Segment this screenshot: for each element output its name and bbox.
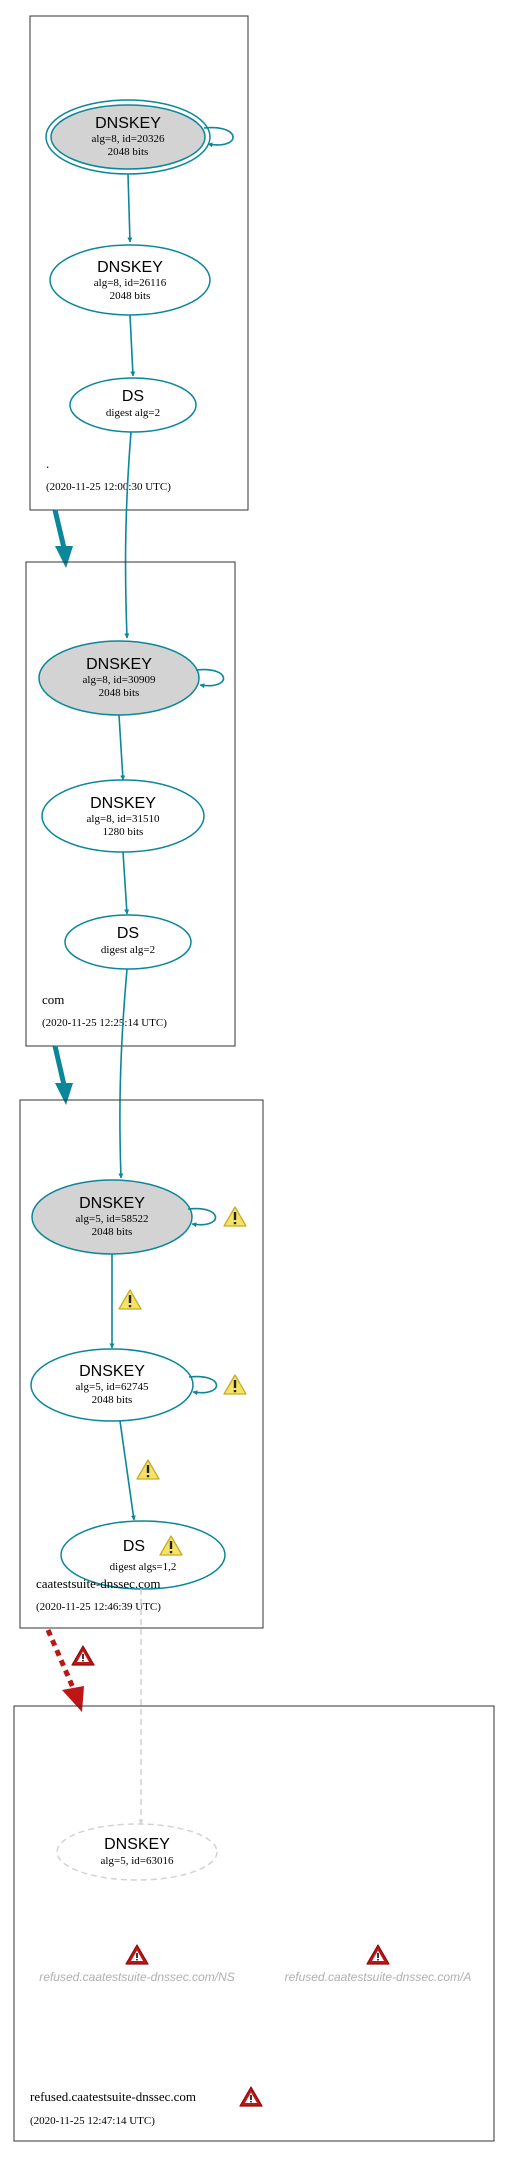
com-ds-to-caatestsuite-ksk-edge <box>118 968 128 1179</box>
root-ds-to-com-ksk-edge <box>124 431 132 639</box>
caatestsuite-zsk-self-sign-edge <box>188 1375 218 1396</box>
com-to-caatestsuite-delegation-edge <box>52 1045 67 1086</box>
zone-caatestsuite-timestamp: (2020-11-25 12:46:39 UTC) <box>36 1601 161 1613</box>
root-zsk-title: DNSKEY <box>97 259 163 276</box>
com-zsk-to-ds-edge <box>122 851 130 915</box>
caatestsuite-ds-title: DS <box>123 1538 145 1555</box>
caatestsuite-ksk-size: 2048 bits <box>92 1226 133 1238</box>
root-zsk-info: alg=8, id=26116 <box>94 277 167 289</box>
caatestsuite-ds-node[interactable]: DS digest algs=1,2 <box>60 1520 226 1590</box>
caatestsuite-ksk-node[interactable]: DNSKEY alg=5, id=58522 2048 bits <box>31 1179 193 1255</box>
zone-refused-error-icon[interactable] <box>239 2086 263 2107</box>
com-zsk-title: DNSKEY <box>90 795 156 812</box>
caatestsuite-zsk-node[interactable]: DNSKEY alg=5, id=62745 2048 bits <box>30 1348 194 1422</box>
zone-caatestsuite-label: caatestsuite-dnssec.com <box>36 1576 161 1591</box>
zone-root-timestamp: (2020-11-25 12:00:30 UTC) <box>46 481 171 493</box>
zone-refused: DNSKEY alg=5, id=63016 refused.caatestsu… <box>13 1705 495 2142</box>
refused-ns-error-label: refused.caatestsuite-dnssec.com/NS <box>39 1970 234 1984</box>
caatestsuite-zsk-info: alg=5, id=62745 <box>76 1381 149 1393</box>
com-ksk-info: alg=8, id=30909 <box>83 674 156 686</box>
com-ds-node[interactable]: DS digest alg=2 <box>64 914 192 970</box>
root-to-com-delegation-arrow <box>55 546 73 568</box>
caatestsuite-ksk-self-sign-edge <box>187 1207 217 1228</box>
caatestsuite-to-refused-delegation-error-icon[interactable] <box>71 1645 95 1666</box>
refused-a-error-node[interactable]: refused.caatestsuite-dnssec.com/A <box>285 1944 472 1984</box>
zone-refused-label: refused.caatestsuite-dnssec.com <box>30 2089 196 2104</box>
com-zsk-node[interactable]: DNSKEY alg=8, id=31510 1280 bits <box>41 779 205 853</box>
root-ksk-title: DNSKEY <box>95 115 161 132</box>
caatestsuite-ksk-zsk-edge-warning-icon[interactable] <box>118 1289 142 1310</box>
zone-root-box <box>29 15 249 511</box>
com-to-caatestsuite-delegation-arrow <box>55 1083 73 1105</box>
zone-com-timestamp: (2020-11-25 12:25:14 UTC) <box>42 1017 167 1029</box>
zone-refused-timestamp: (2020-11-25 12:47:14 UTC) <box>30 2115 155 2127</box>
zone-com-label: com <box>42 992 64 1007</box>
zone-com: DNSKEY alg=8, id=30909 2048 bits DNSKEY … <box>25 561 236 1047</box>
refused-ns-error-node[interactable]: refused.caatestsuite-dnssec.com/NS <box>39 1944 235 1984</box>
zone-refused-box <box>13 1705 495 2142</box>
com-zsk-info: alg=8, id=31510 <box>87 813 160 825</box>
caatestsuite-ds-info: digest algs=1,2 <box>110 1561 177 1573</box>
root-ksk-size: 2048 bits <box>108 146 149 158</box>
refused-dnskey-title: DNSKEY <box>104 1836 170 1853</box>
zone-root-label: . <box>46 456 49 471</box>
com-ksk-node[interactable]: DNSKEY alg=8, id=30909 2048 bits <box>38 640 200 716</box>
caatestsuite-ksk-info: alg=5, id=58522 <box>76 1213 149 1225</box>
caatestsuite-zsk-title: DNSKEY <box>79 1363 145 1380</box>
com-zsk-size: 1280 bits <box>103 826 144 838</box>
root-ksk-node[interactable]: DNSKEY alg=8, id=20326 2048 bits <box>45 99 211 175</box>
com-ds-info: digest alg=2 <box>101 944 155 956</box>
com-ds-title: DS <box>117 925 139 942</box>
caatestsuite-to-refused-delegation-arrow <box>62 1686 84 1712</box>
caatestsuite-zsk-ds-edge-warning-icon[interactable] <box>136 1459 160 1480</box>
com-ksk-to-zsk-edge <box>118 714 126 781</box>
root-ds-node[interactable]: DS digest alg=2 <box>69 377 197 433</box>
caatestsuite-zsk-size: 2048 bits <box>92 1394 133 1406</box>
root-zsk-size: 2048 bits <box>110 290 151 302</box>
zone-caatestsuite: DNSKEY alg=5, id=58522 2048 bits DNSKEY … <box>19 1099 264 1629</box>
refused-a-error-icon <box>366 1944 390 1965</box>
com-ksk-self-sign-edge <box>195 668 225 689</box>
caatestsuite-zsk-warning-icon[interactable] <box>223 1374 247 1395</box>
root-ksk-to-zsk-edge <box>127 173 133 243</box>
root-zsk-to-ds-edge <box>129 314 136 377</box>
caatestsuite-to-refused-delegation-edge <box>45 1629 77 1691</box>
root-ksk-self-sign-edge <box>203 126 234 148</box>
com-ksk-title: DNSKEY <box>86 656 152 673</box>
caatestsuite-ksk-warning-icon[interactable] <box>223 1206 247 1227</box>
refused-dnskey-node[interactable]: DNSKEY alg=5, id=63016 <box>56 1823 218 1881</box>
zone-com-box <box>25 561 236 1047</box>
caatestsuite-zsk-to-ds-edge <box>119 1420 136 1521</box>
root-zsk-node[interactable]: DNSKEY alg=8, id=26116 2048 bits <box>49 244 211 316</box>
refused-a-error-label: refused.caatestsuite-dnssec.com/A <box>285 1970 472 1984</box>
refused-dnskey-info: alg=5, id=63016 <box>101 1855 174 1867</box>
root-to-com-delegation-edge <box>52 509 67 549</box>
zone-caatestsuite-box <box>19 1099 264 1629</box>
com-ksk-size: 2048 bits <box>99 687 140 699</box>
caatestsuite-ksk-title: DNSKEY <box>79 1195 145 1212</box>
root-ds-info: digest alg=2 <box>106 407 160 419</box>
zone-root: DNSKEY alg=8, id=20326 2048 bits DNSKEY … <box>29 15 249 511</box>
refused-ns-error-icon <box>125 1944 149 1965</box>
root-ksk-info: alg=8, id=20326 <box>92 133 165 145</box>
caatestsuite-ds-warning-icon[interactable] <box>159 1535 183 1556</box>
root-ds-title: DS <box>122 388 144 405</box>
